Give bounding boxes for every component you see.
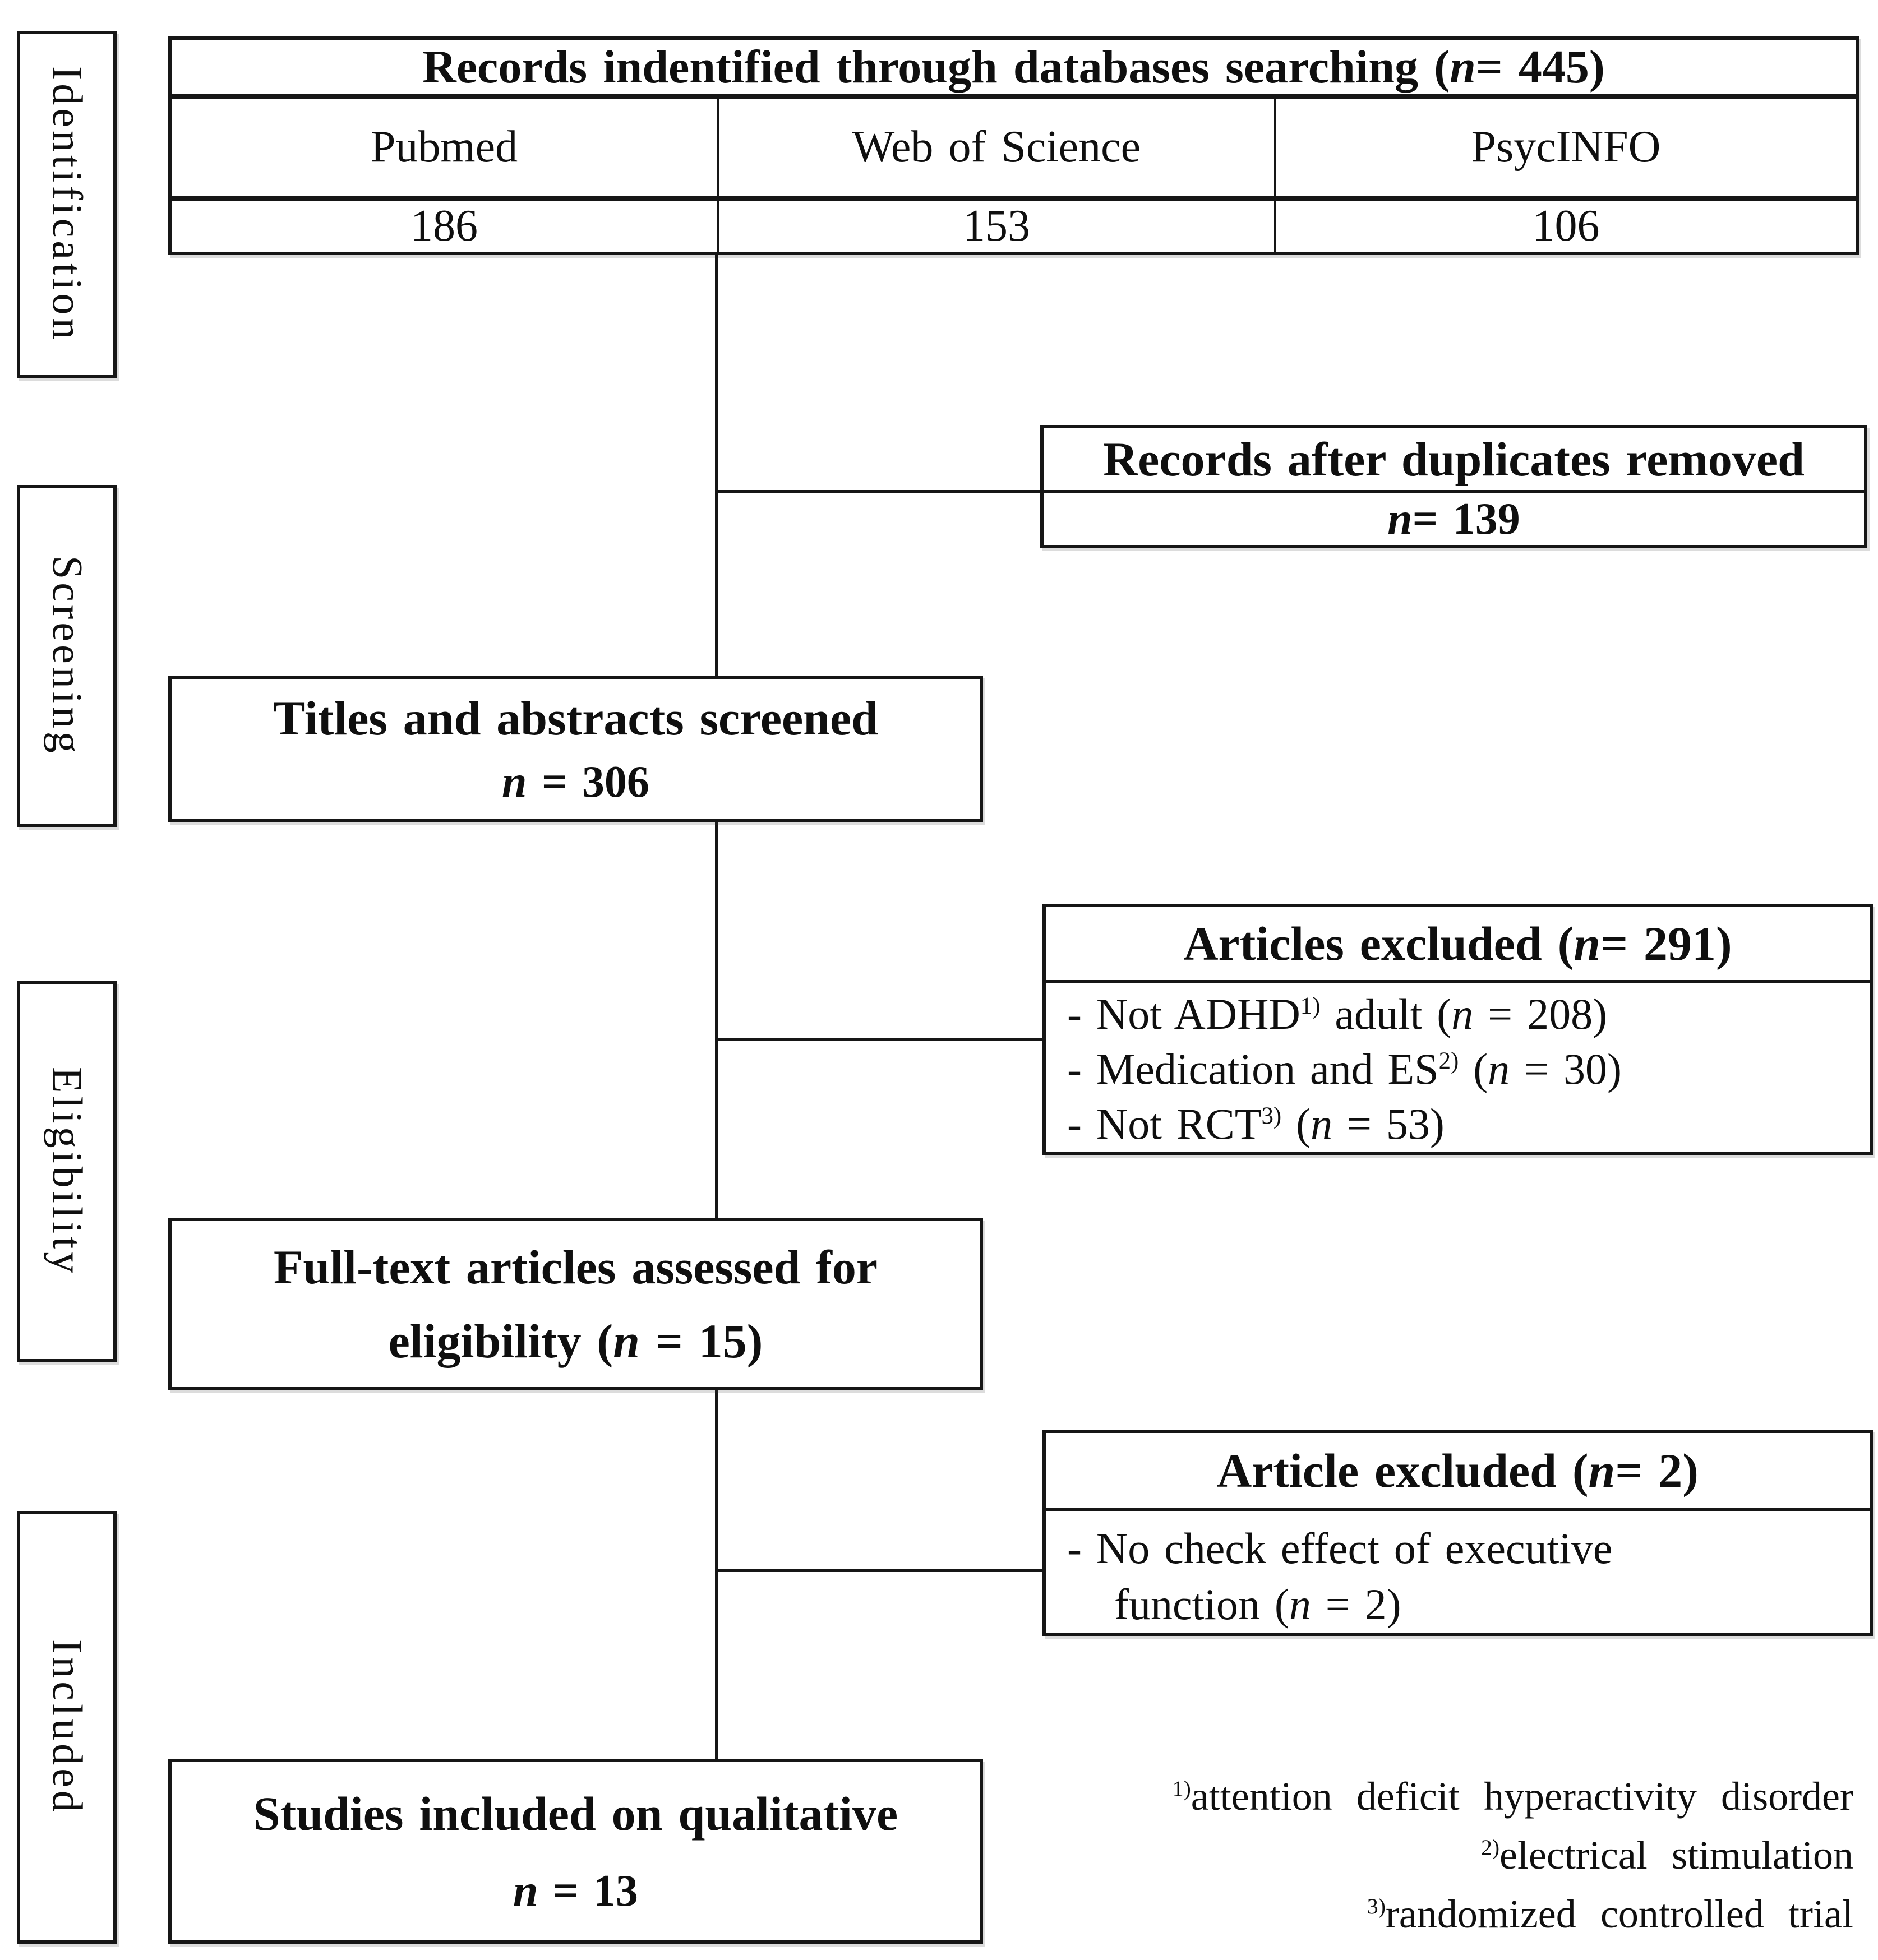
box-title: Records after duplicates removed xyxy=(1044,428,1864,493)
footnote-text: randomized controlled trial xyxy=(1385,1892,1853,1936)
item-count: = 53) xyxy=(1332,1099,1445,1148)
n-variable: n xyxy=(613,1314,640,1368)
box-fulltext-assessed: Full-text articles assessed for eligibil… xyxy=(168,1218,983,1390)
n-variable: n xyxy=(1289,1580,1311,1629)
footnote-text: electrical stimulation xyxy=(1499,1833,1853,1878)
records-table-header-row: Pubmed Web of Science PsycINFO xyxy=(172,99,1856,201)
stage-label-eligibility: Eligibility xyxy=(43,1066,91,1277)
item-text: function ( xyxy=(1114,1580,1289,1629)
box-records-after-duplicates: Records after duplicates removed n = 139 xyxy=(1040,425,1867,548)
n-variable: n xyxy=(1588,1444,1616,1497)
item-count: = 30) xyxy=(1510,1044,1622,1093)
box-titles-abstracts-screened: Titles and abstracts screened n = 306 xyxy=(168,676,983,822)
footnote-marker: 3) xyxy=(1367,1894,1386,1919)
column-header-psycinfo: PsycINFO xyxy=(1471,122,1661,172)
n-value: = 139 xyxy=(1412,494,1520,544)
footnote-adhd: 1)attention deficit hyperactivity disord… xyxy=(956,1767,1853,1826)
n-value: = 306 xyxy=(527,757,649,807)
footnote-rct: 3)randomized controlled trial xyxy=(956,1885,1853,1944)
excluded-item-not-rct: - Not RCT3) (n = 53) xyxy=(1067,1097,1858,1152)
records-table-title-text: Records indentified through databases se… xyxy=(422,40,1450,93)
footnotes: 1)attention deficit hyperactivity disord… xyxy=(956,1767,1853,1944)
box-title-text: Titles and abstracts screened xyxy=(273,691,879,745)
box-title: Article excluded (n = 2) xyxy=(1046,1433,1870,1511)
box-title-count: = 15) xyxy=(639,1314,763,1368)
box-title-text: Records after duplicates removed xyxy=(1103,432,1805,486)
box-title-count: = 291) xyxy=(1600,917,1732,970)
records-identified-table: Records indentified through databases se… xyxy=(168,36,1859,255)
box-title: Articles excluded (n = 291) xyxy=(1046,907,1870,983)
connector-to-articles-excluded-box xyxy=(716,1038,1045,1041)
footnote-text: attention deficit hyperactivity disorder xyxy=(1191,1774,1853,1819)
item-count: = 208) xyxy=(1473,990,1608,1038)
box-count: n = 306 xyxy=(502,757,649,808)
footnote-marker: 2) xyxy=(1481,1835,1500,1860)
value-psycinfo: 106 xyxy=(1532,201,1600,251)
stage-box-identification: Identification xyxy=(17,31,117,378)
box-article-excluded: Article excluded (n = 2) - No check effe… xyxy=(1042,1430,1873,1636)
connector-to-article-excluded-box xyxy=(716,1569,1045,1572)
n-variable: n xyxy=(1488,1044,1510,1093)
excluded-item-medication-es: - Medication and ES2) (n = 30) xyxy=(1067,1042,1858,1097)
stage-box-included: Included xyxy=(17,1511,117,1944)
n-variable: n xyxy=(502,757,527,807)
box-count: n = 13 xyxy=(513,1866,638,1917)
n-value: = 13 xyxy=(538,1866,638,1916)
connector-vertical-middle xyxy=(715,822,718,1219)
item-count: = 2) xyxy=(1311,1580,1401,1629)
excluded-item-line1: - No check effect of executive xyxy=(1067,1524,1613,1573)
n-variable: n xyxy=(513,1866,538,1916)
stage-label-screening: Screening xyxy=(43,556,91,756)
value-web-of-science: 153 xyxy=(719,201,1276,252)
connector-to-duplicates-box xyxy=(716,490,1042,493)
records-table-title-count: = 445) xyxy=(1475,40,1605,93)
box-title-line2: eligibility (n = 15) xyxy=(389,1313,763,1369)
box-body: - Not ADHD1) adult (n = 208) - Medicatio… xyxy=(1046,983,1870,1152)
box-title-line1: Full-text articles assessed for xyxy=(273,1240,878,1294)
connector-vertical-bottom xyxy=(715,1389,718,1760)
footnote-marker: 1) xyxy=(1300,993,1321,1019)
connector-vertical-top xyxy=(715,255,718,677)
box-body: - No check effect of executive function … xyxy=(1046,1511,1870,1633)
box-title-text: Studies included on qualitative xyxy=(253,1787,898,1841)
n-variable: n xyxy=(1451,990,1474,1038)
value-pubmed: 186 xyxy=(172,201,719,252)
box-title-text: Articles excluded ( xyxy=(1183,917,1574,970)
stage-box-screening: Screening xyxy=(17,485,117,827)
n-variable: n xyxy=(1450,40,1476,93)
box-title-count: = 2) xyxy=(1615,1444,1699,1497)
excluded-item-line2: function (n = 2) xyxy=(1067,1577,1858,1633)
n-variable: n xyxy=(1387,494,1413,544)
footnote-marker: 1) xyxy=(1172,1776,1191,1801)
item-text: - Not RCT xyxy=(1067,1099,1262,1148)
box-title-text: eligibility ( xyxy=(388,1314,613,1368)
item-text: adult ( xyxy=(1320,990,1452,1038)
item-text: ( xyxy=(1281,1099,1311,1148)
column-header-web-of-science: Web of Science xyxy=(719,99,1276,196)
records-table-values-row: 186 153 106 xyxy=(172,201,1856,252)
box-articles-excluded: Articles excluded (n = 291) - Not ADHD1)… xyxy=(1042,904,1873,1155)
item-text: - Not ADHD xyxy=(1067,990,1300,1038)
stage-box-eligibility: Eligibility xyxy=(17,981,117,1362)
records-table-title: Records indentified through databases se… xyxy=(172,40,1856,99)
stage-label-identification: Identification xyxy=(43,66,91,343)
box-title-text: Article excluded ( xyxy=(1217,1444,1589,1497)
excluded-item-not-adhd: - Not ADHD1) adult (n = 208) xyxy=(1067,987,1858,1042)
box-count: n = 139 xyxy=(1044,493,1864,545)
item-text: - Medication and ES xyxy=(1067,1044,1439,1093)
box-studies-included: Studies included on qualitative n = 13 xyxy=(168,1759,983,1944)
stage-label-included: Included xyxy=(43,1639,91,1815)
footnote-marker: 2) xyxy=(1438,1048,1459,1074)
footnote-es: 2)electrical stimulation xyxy=(956,1826,1853,1885)
footnote-marker: 3) xyxy=(1261,1103,1282,1129)
item-text: ( xyxy=(1459,1044,1488,1093)
column-header-pubmed: Pubmed xyxy=(172,99,719,196)
n-variable: n xyxy=(1574,917,1601,970)
n-variable: n xyxy=(1311,1099,1333,1148)
